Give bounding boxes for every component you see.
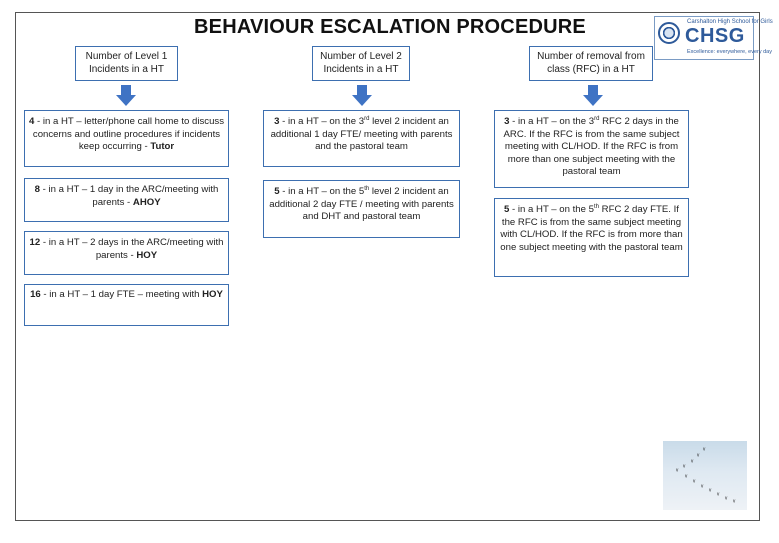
step-sup: th bbox=[364, 185, 370, 192]
step-number: 3 bbox=[504, 116, 510, 127]
page-title: BEHAVIOUR ESCALATION PROCEDURE bbox=[194, 16, 586, 38]
level1-step-8: 8 - in a HT – 1 day in the ARC/meeting w… bbox=[24, 178, 229, 222]
step-number: 5 bbox=[274, 186, 280, 197]
geese-photo: ᵛ ᵛ ᵛ ᵛ ᵛ ᵛ ᵛ ᵛ ᵛ ᵛ ᵛ ᵛ bbox=[663, 441, 747, 510]
step-text-pre: - in a HT – on the 5 bbox=[509, 204, 594, 215]
level1-step-4: 4 - in a HT – letter/phone call home to … bbox=[24, 110, 229, 167]
step-sup: rd bbox=[594, 115, 600, 122]
header-rfc: Number of removal from class (RFC) in a … bbox=[529, 46, 653, 81]
level1-step-12: 12 - in a HT – 2 days in the ARC/meeting… bbox=[24, 231, 229, 275]
step-text-post: level 2 incident an additional 2 day FTE… bbox=[269, 186, 454, 222]
step-responsible: HOY bbox=[202, 289, 223, 300]
down-arrow-icon bbox=[116, 85, 136, 106]
step-text: - in a HT – 1 day FTE – meeting with bbox=[40, 289, 203, 300]
step-sup: rd bbox=[364, 115, 370, 122]
header-level1-label: Number of Level 1 Incidents in a HT bbox=[85, 51, 168, 75]
logo-acronym: CHSG bbox=[685, 25, 745, 47]
logo-tagline: Excellence: everywhere, every day bbox=[687, 49, 772, 55]
step-text: - in a HT – 1 day in the ARC/meeting wit… bbox=[39, 184, 219, 208]
header-level2-label: Number of Level 2 Incidents in a HT bbox=[320, 51, 402, 75]
rfc-step-3: 3 - in a HT – on the 3rd RFC 2 days in t… bbox=[494, 110, 689, 188]
step-responsible: AHOY bbox=[132, 196, 161, 208]
step-text: - in a HT – letter/phone call home to di… bbox=[32, 116, 225, 152]
step-responsible: HOY bbox=[136, 249, 158, 261]
step-text-pre: - in a HT – on the 5 bbox=[279, 186, 365, 197]
step-number: 8 bbox=[34, 184, 40, 195]
step-sup: th bbox=[593, 203, 599, 210]
step-text: - in a HT – 2 days in the ARC/meeting wi… bbox=[40, 237, 224, 261]
step-number: 16 bbox=[30, 289, 41, 300]
step-responsible: Tutor bbox=[150, 141, 175, 152]
step-text-post: level 2 incident an additional 1 day FTE… bbox=[270, 116, 453, 152]
level2-step-3: 3 - in a HT – on the 3rd level 2 inciden… bbox=[263, 110, 460, 167]
school-logo: Carshalton High School for Girls CHSG Ex… bbox=[654, 16, 773, 60]
step-number: 3 bbox=[274, 116, 280, 127]
header-level1: Number of Level 1 Incidents in a HT bbox=[75, 46, 178, 81]
header-level2: Number of Level 2 Incidents in a HT bbox=[312, 46, 410, 81]
step-number: 4 bbox=[29, 116, 35, 127]
step-number: 12 bbox=[29, 237, 41, 248]
step-text-post: RFC 2 days in the ARC. If the RFC is fro… bbox=[503, 116, 680, 177]
level1-step-16: 16 - in a HT – 1 day FTE – meeting with … bbox=[24, 284, 229, 326]
down-arrow-icon bbox=[583, 85, 603, 106]
rfc-step-5: 5 - in a HT – on the 5th RFC 2 day FTE. … bbox=[494, 198, 689, 277]
step-text-post: RFC 2 day FTE. If the RFC is from the sa… bbox=[500, 204, 683, 253]
step-text-pre: - in a HT – on the 3 bbox=[509, 116, 595, 127]
logo-school-name: Carshalton High School for Girls bbox=[687, 19, 773, 25]
step-number: 5 bbox=[504, 204, 510, 215]
school-crest-icon bbox=[658, 22, 680, 44]
level2-step-5: 5 - in a HT – on the 5th level 2 inciden… bbox=[263, 180, 460, 238]
down-arrow-icon bbox=[352, 85, 372, 106]
step-text-pre: - in a HT – on the 3 bbox=[279, 116, 365, 127]
header-rfc-label: Number of removal from class (RFC) in a … bbox=[537, 51, 645, 75]
